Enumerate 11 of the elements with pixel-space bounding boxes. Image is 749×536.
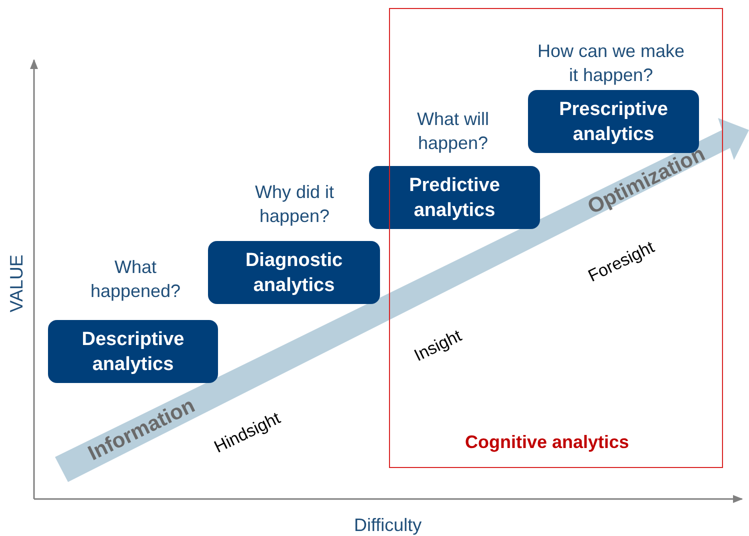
question-text: How can we make it happen? <box>536 40 686 87</box>
analytics-stage-box: Diagnostic analytics <box>208 241 380 304</box>
question-text: What happened? <box>89 256 182 303</box>
axis-label: Difficulty <box>354 514 422 536</box>
region-title: Cognitive analytics <box>465 432 630 453</box>
question-text: Why did it happen? <box>254 181 336 228</box>
cognitive-region-frame <box>389 8 723 468</box>
question-text: What will happen? <box>416 108 490 155</box>
analytics-stage-box: Predictive analytics <box>369 166 540 229</box>
axis-label: VALUE <box>6 254 28 312</box>
analytics-stage-box: Descriptive analytics <box>48 320 218 383</box>
